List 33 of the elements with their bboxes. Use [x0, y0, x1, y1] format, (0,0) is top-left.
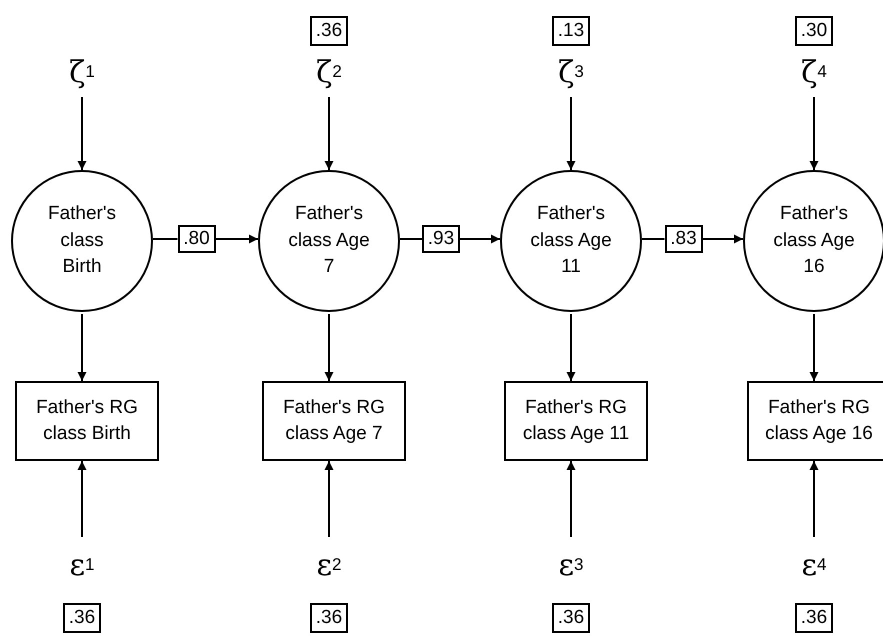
- arrow: [216, 234, 258, 244]
- arrow: [566, 314, 576, 381]
- arrow: [810, 97, 818, 170]
- coefficient-box: .80: [178, 225, 216, 253]
- latent-variable-circle: Father's class Birth: [11, 170, 153, 312]
- coefficient-box: .13: [552, 16, 590, 46]
- arrow: [324, 314, 334, 381]
- observed-variable-box: Father's RG class Age 11: [504, 381, 648, 461]
- arrow: [324, 97, 334, 170]
- coefficient-box: .36: [63, 603, 101, 633]
- arrow: [78, 461, 86, 537]
- latent-variable-circle: Father's class Age 16: [743, 170, 883, 312]
- observed-variable-box: Father's RG class Age 7: [262, 381, 406, 461]
- arrow: [810, 461, 818, 537]
- coefficient-box: .36: [795, 603, 833, 633]
- coefficient-box: .30: [795, 16, 833, 46]
- observed-variable-box: Father's RG class Age 16: [747, 381, 883, 461]
- latent-variable-circle: Father's class Age 7: [258, 170, 400, 312]
- arrow: [324, 461, 334, 537]
- arrow: [566, 97, 576, 170]
- coefficient-box: .36: [310, 603, 348, 633]
- coefficient-box: .93: [422, 225, 460, 253]
- arrow: [810, 314, 818, 381]
- arrow: [566, 461, 576, 537]
- coefficient-box: .36: [552, 603, 590, 633]
- observed-variable-box: Father's RG class Birth: [15, 381, 159, 461]
- arrow: [78, 314, 86, 381]
- arrow: [460, 234, 500, 244]
- latent-variable-circle: Father's class Age 11: [500, 170, 642, 312]
- arrow: [78, 97, 86, 170]
- coefficient-box: .83: [664, 225, 702, 253]
- arrow: [702, 234, 743, 244]
- coefficient-box: .36: [310, 16, 348, 46]
